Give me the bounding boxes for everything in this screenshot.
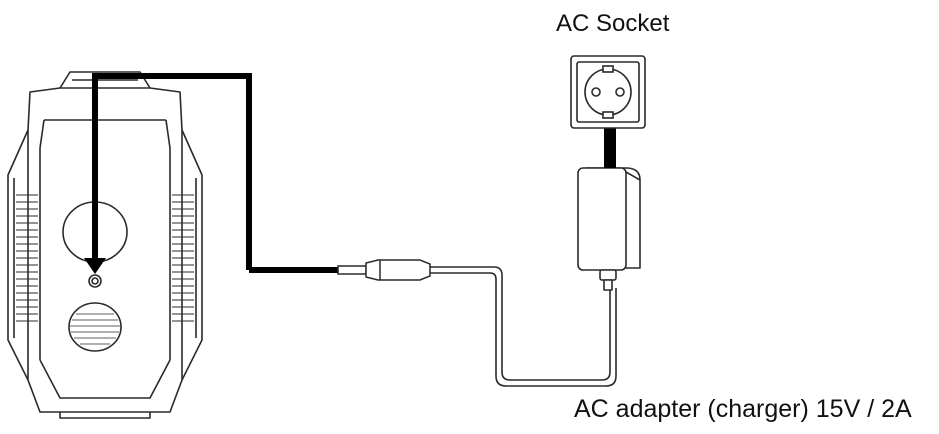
dc-plug-icon [337, 259, 431, 281]
speaker-grill-right [172, 194, 194, 322]
portable-speaker-icon [7, 71, 203, 419]
wall-socket-icon [570, 55, 646, 129]
speaker-grill-front [70, 313, 120, 345]
connection-arrow [84, 73, 338, 274]
ac-adapter-label: AC adapter (charger) 15V / 2A [574, 395, 912, 423]
speaker-grill-left [16, 194, 38, 322]
power-adapter-icon [577, 167, 641, 291]
adapter-cable [430, 266, 617, 387]
ac-socket-label: AC Socket [556, 10, 670, 37]
